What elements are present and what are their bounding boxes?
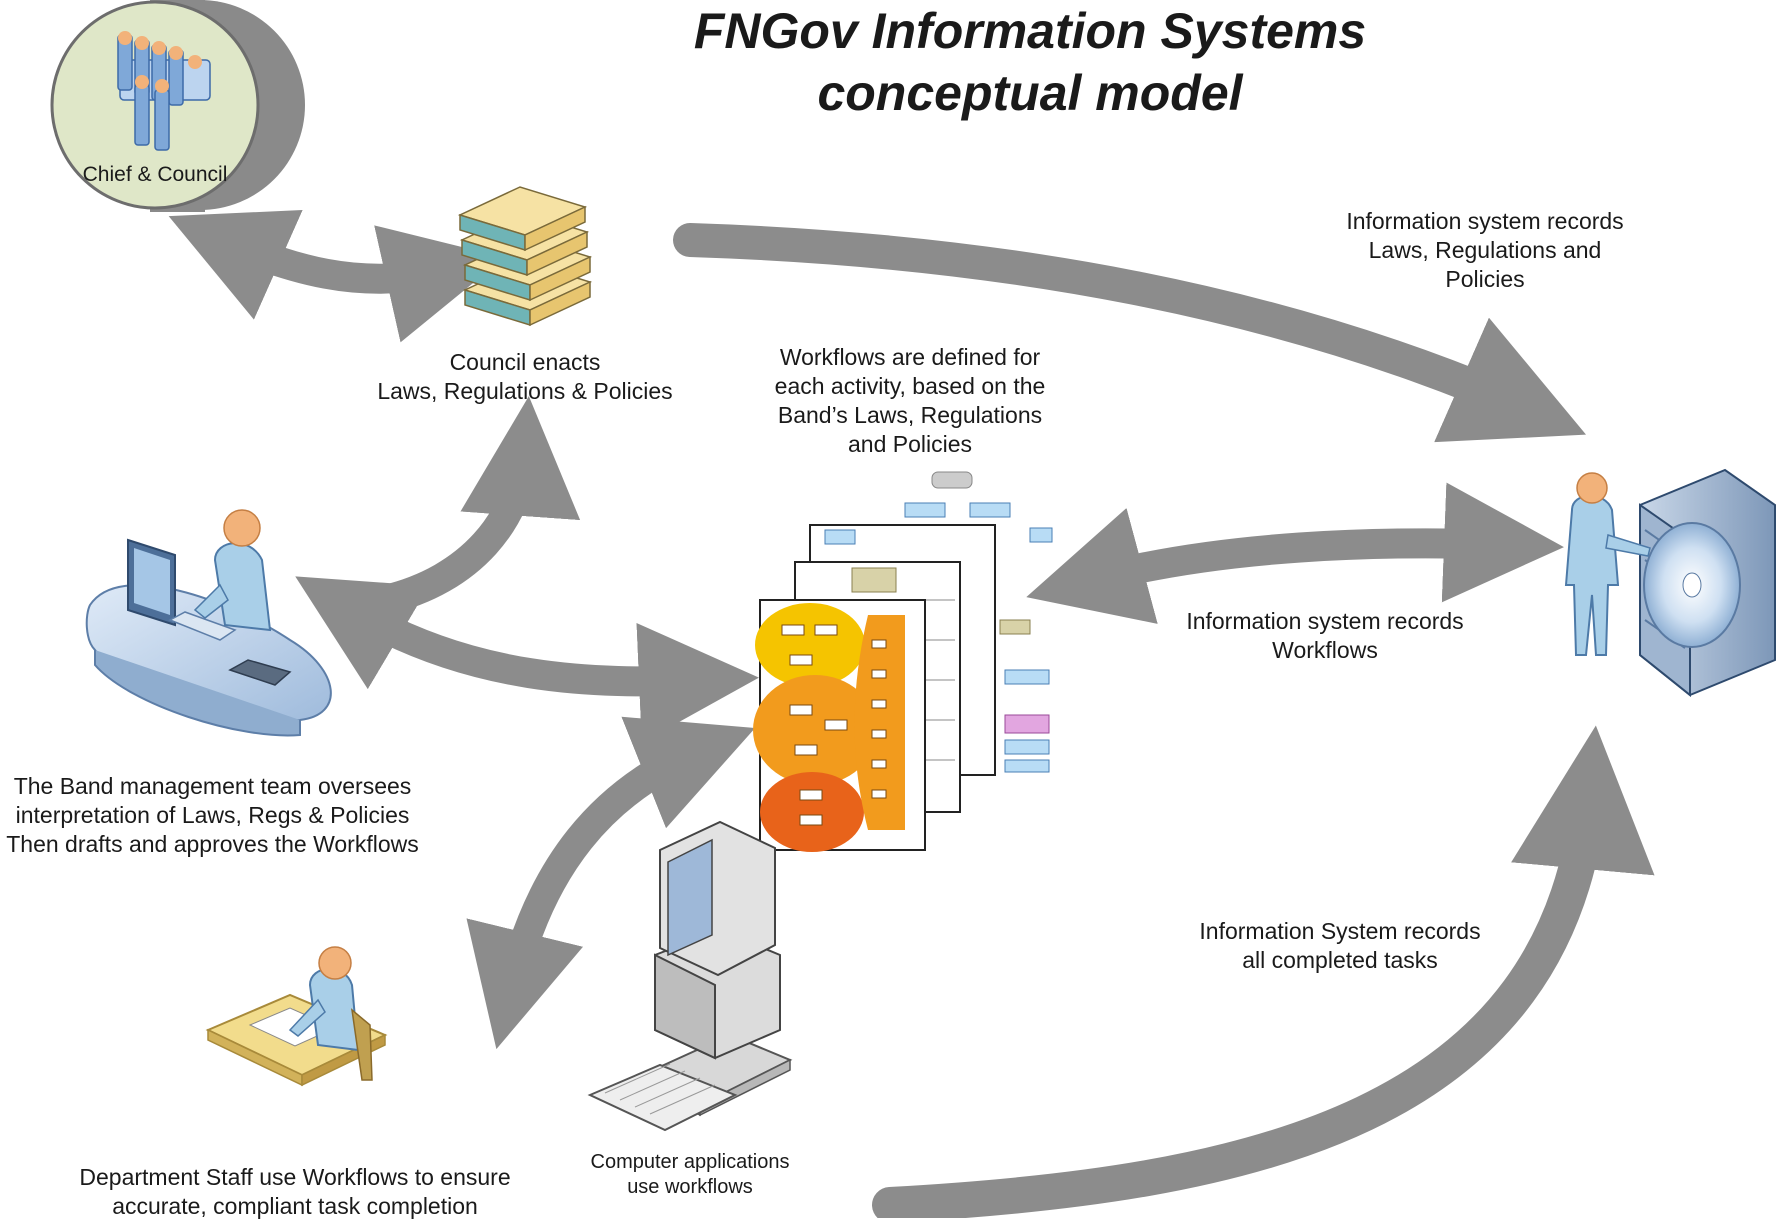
arrow-books-to-chief [168, 209, 505, 343]
arrow-workflows-server [1026, 482, 1564, 624]
label-computer-apps: Computer applications use workflows [590, 1151, 790, 1198]
label-band-management: The Band management team oversees interp… [6, 773, 419, 857]
label-is-records-workflows: Information system records Workflows [1186, 608, 1464, 663]
page-title: FNGov Information Systems conceptual mod… [693, 3, 1367, 121]
flowchart-background [904, 471, 1053, 773]
manager-desk-icon [85, 509, 332, 737]
arrow-manager-workflows [295, 576, 759, 743]
books-stack-icon [457, 186, 593, 327]
arrow-tasks-to-server [872, 725, 1655, 1218]
workflow-documents-icon [753, 471, 1053, 852]
arrows [168, 209, 1655, 1218]
label-is-records-laws: Information system records Laws, Regulat… [1346, 208, 1624, 292]
desktop-computer-icon [587, 820, 793, 1132]
label-chief-council: Chief & Council [82, 163, 228, 186]
meeting-room-icon [50, 0, 305, 212]
label-department-staff: Department Staff use Workflows to ensure… [79, 1164, 511, 1219]
arrow-manager-to-council [370, 396, 581, 615]
label-workflows-defined: Workflows are defined for each activity,… [774, 344, 1046, 457]
staff-writing-icon [205, 946, 388, 1087]
arrow-laws-to-server [673, 223, 1587, 443]
label-council-enacts: Council enacts Laws, Regulations & Polic… [377, 349, 673, 404]
server-operator-icon [1564, 468, 1776, 698]
arrow-staff-workflows [466, 716, 756, 1050]
label-is-records-tasks: Information System records all completed… [1199, 918, 1481, 973]
